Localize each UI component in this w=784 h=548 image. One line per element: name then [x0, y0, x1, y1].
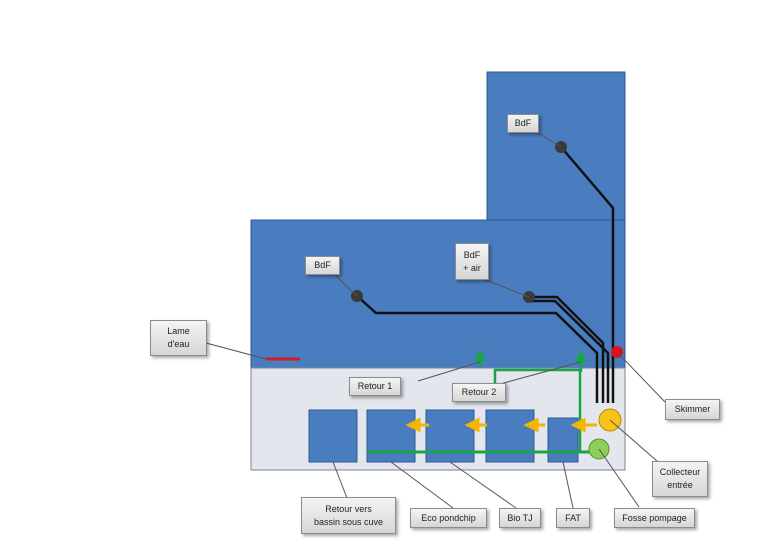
main-pool — [250, 219, 626, 369]
chamber-fat — [547, 417, 579, 463]
chamber-retour-bassin — [308, 409, 358, 463]
return-line-riser — [493, 368, 582, 452]
chamber-eco-pondchip — [366, 409, 416, 463]
pipe-bdf-air-b — [529, 299, 610, 403]
pipe-bdf-air-a — [529, 295, 605, 403]
label-bdf-air: BdF + air — [455, 243, 489, 280]
label-retour1: Retour 1 — [349, 377, 401, 396]
label-retour2: Retour 2 — [452, 383, 506, 402]
label-bdf-left: BdF — [305, 256, 340, 275]
label-bio-tj: Bio TJ — [499, 508, 541, 528]
label-bdf-top: BdF — [507, 114, 539, 133]
label-lame-eau: Lame d'eau — [150, 320, 207, 356]
chamber-bio-tj-2 — [485, 409, 535, 463]
pipe-bdf-top — [560, 146, 615, 403]
label-skimmer: Skimmer — [665, 399, 720, 420]
label-retour-bassin: Retour vers bassin sous cuve — [301, 497, 396, 534]
label-fosse: Fosse pompage — [614, 508, 695, 528]
chamber-bio-tj — [425, 409, 475, 463]
label-eco-pondchip: Eco pondchip — [410, 508, 487, 528]
label-collecteur: Collecteur entrée — [652, 461, 708, 497]
label-fat: FAT — [556, 508, 590, 528]
pipe-bdf-left — [356, 295, 599, 403]
